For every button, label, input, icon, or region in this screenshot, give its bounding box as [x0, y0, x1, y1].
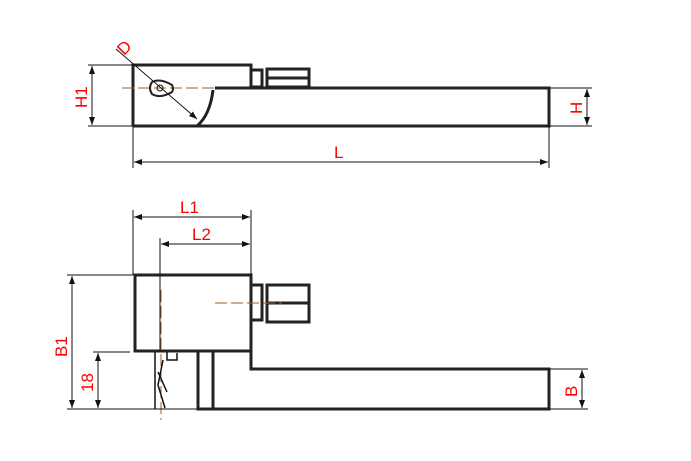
bar-top	[133, 86, 551, 128]
dim-l-label: L	[334, 143, 343, 162]
dim-h1-label: H1	[72, 86, 91, 108]
bar-front	[196, 351, 551, 411]
dim-18-label: 18	[78, 373, 97, 392]
drill-tool	[154, 352, 178, 409]
dim-b-label: B	[562, 386, 581, 397]
dim-l1-label: L1	[180, 198, 199, 217]
dim-b1-label: B1	[52, 336, 71, 357]
connector-nut	[249, 68, 264, 89]
dim-h-label: H	[567, 102, 586, 114]
cutting-insert	[149, 79, 174, 98]
dim-l2-label: L2	[192, 225, 211, 244]
dim-d-line	[115, 48, 198, 120]
top-view: D H1 H L	[72, 37, 592, 168]
dim-d-label: D	[113, 37, 135, 59]
front-view: L1 L2 B1 18 B	[52, 198, 588, 420]
arc-cut	[195, 89, 215, 128]
holder-body-top	[131, 63, 253, 126]
insert-hole	[156, 84, 164, 92]
holder-body-front	[133, 273, 253, 353]
